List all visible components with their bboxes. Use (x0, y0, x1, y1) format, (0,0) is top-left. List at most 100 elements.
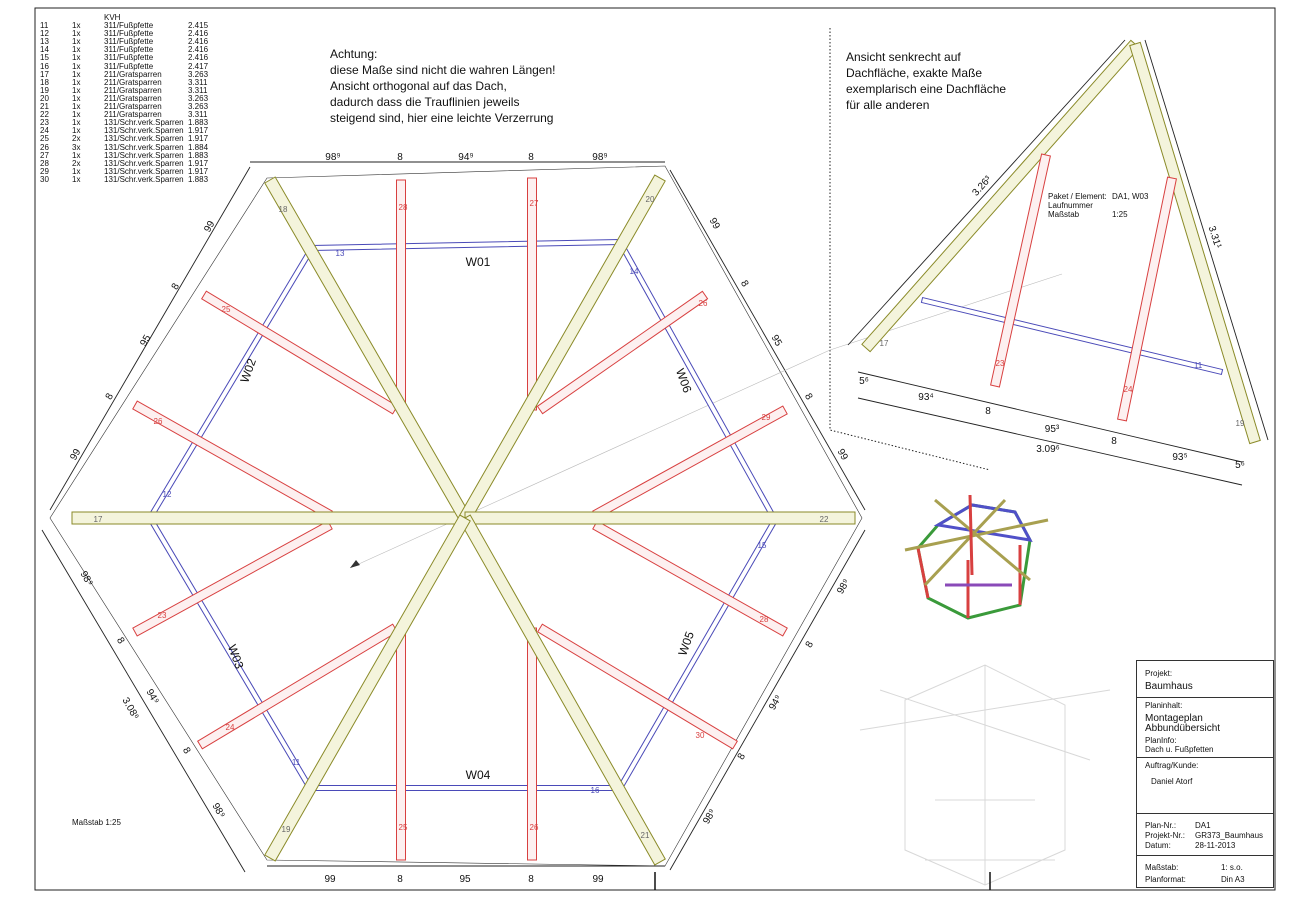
dimension-label: 95 (459, 874, 471, 885)
kvh-cell: 1x (72, 110, 81, 120)
kvh-cell: 20 (40, 93, 49, 103)
dimension-label: 99 (68, 447, 83, 463)
kvh-cell: 3.311 (188, 85, 208, 95)
kvh-cell: 25 (40, 134, 49, 144)
kvh-cell: 131/Schr.verk.Sparren (104, 150, 184, 160)
drawing-label: 13 (336, 249, 345, 258)
dimension-label: 8 (114, 636, 127, 647)
kvh-cell: 15 (40, 53, 49, 63)
note-line: Ansicht senkrecht auf (846, 50, 961, 64)
dimension-label: 99 (707, 216, 722, 232)
schiftsparren (592, 520, 788, 637)
kvh-cell: 2.416 (188, 45, 209, 55)
drawing-label: 14 (630, 267, 639, 276)
gratsparren (264, 514, 471, 862)
detail-dimension-line (857, 371, 1243, 463)
planinhalt-label: Planinhalt: (1145, 701, 1183, 710)
projekt-nr-value: GR373_Baumhaus (1195, 831, 1264, 840)
kvh-cell: 1x (72, 77, 81, 87)
dimension-label: 8 (104, 391, 117, 402)
kvh-cell: 1x (72, 93, 81, 103)
kvh-cell: 1x (72, 21, 81, 31)
wireframe-preview (859, 664, 1111, 886)
projekt-value: Baumhaus (1145, 681, 1193, 692)
kvh-cell: 3x (72, 142, 81, 152)
wall-label: W01 (466, 255, 491, 269)
kvh-cell: 1x (72, 45, 81, 55)
drawing-label: 19 (282, 825, 291, 834)
kvh-cell: 26 (40, 142, 49, 152)
dimension-label: 99 (202, 219, 217, 235)
massstab-label: Maßstab (1048, 210, 1080, 219)
paket-label: Paket / Element: (1048, 192, 1107, 201)
gratsparren (71, 511, 466, 525)
detail-dimension-label: 93⁵ (1172, 452, 1187, 463)
kvh-cell: 12 (40, 29, 49, 39)
kvh-cell: 3.263 (188, 102, 209, 112)
drawing-label: 17 (94, 515, 103, 524)
kvh-cell: 1x (72, 53, 81, 63)
dimension-label: 8 (180, 746, 193, 757)
projekt-label: Projekt: (1145, 669, 1173, 678)
kvh-cell: 211/Gratsparren (104, 69, 162, 79)
kvh-header: KVH (104, 13, 121, 22)
kvh-cell: 1x (72, 102, 81, 112)
wall-label: W04 (466, 768, 491, 782)
massstab-tb-label: Maßstab: (1145, 863, 1179, 872)
projekt-nr-label: Projekt-Nr.: (1145, 831, 1186, 840)
kvh-cell: 16 (40, 61, 49, 71)
kvh-cell: 1x (72, 69, 81, 79)
drawing-label: 28 (760, 615, 769, 624)
note-line: dadurch dass die Trauflinien jeweils (330, 95, 520, 109)
drawing-label: 20 (646, 195, 655, 204)
kvh-cell: 211/Gratsparren (104, 110, 162, 120)
dimension-label: 8 (528, 152, 534, 163)
kvh-cell: 311/Fußpfette (104, 53, 154, 63)
dimension-label: 98⁹ (325, 152, 340, 163)
detail-dimension-label: 8 (1111, 436, 1117, 447)
kvh-cell: 211/Gratsparren (104, 102, 162, 112)
note-line: steigend sind, hier eine leichte Verzerr… (330, 111, 554, 125)
kvh-cell: 1.917 (188, 126, 209, 136)
kvh-cell: 27 (40, 150, 49, 160)
kvh-cell: 3.263 (188, 69, 209, 79)
dimension-label: 98⁹ (78, 569, 95, 588)
detail-gratsparren (1129, 41, 1261, 445)
note-line: exemplarisch eine Dachfläche (846, 82, 1007, 96)
drawing-label: 25 (399, 823, 408, 832)
datum-value: 28-11-2013 (1195, 841, 1236, 850)
kvh-cell: 1.883 (188, 118, 209, 128)
drawing-label: 23 (158, 611, 167, 620)
kvh-cell: 13 (40, 37, 49, 47)
drawing-label: 28 (399, 203, 408, 212)
kvh-cell: 311/Fußpfette (104, 45, 154, 55)
drawing-label: 27 (530, 199, 539, 208)
dimension-label: 8 (804, 639, 817, 650)
kvh-cell: 1x (72, 126, 81, 136)
planinfo-value: Dach u. Fußpfetten (1145, 745, 1214, 754)
note-line: für alle anderen (846, 98, 930, 112)
kvh-cell: 17 (40, 69, 49, 79)
massstab-value: 1:25 (1112, 210, 1128, 219)
kvh-cell: 131/Schr.verk.Sparren (104, 158, 184, 168)
kvh-cell: 11 (40, 21, 49, 31)
kvh-cell: 211/Gratsparren (104, 85, 162, 95)
kvh-cell: 30 (40, 174, 49, 184)
detail-dimension-line (847, 39, 1126, 346)
dimension-label: 94⁹ (144, 687, 161, 706)
schiftsparren (592, 405, 788, 520)
kvh-cell: 1x (72, 118, 81, 128)
